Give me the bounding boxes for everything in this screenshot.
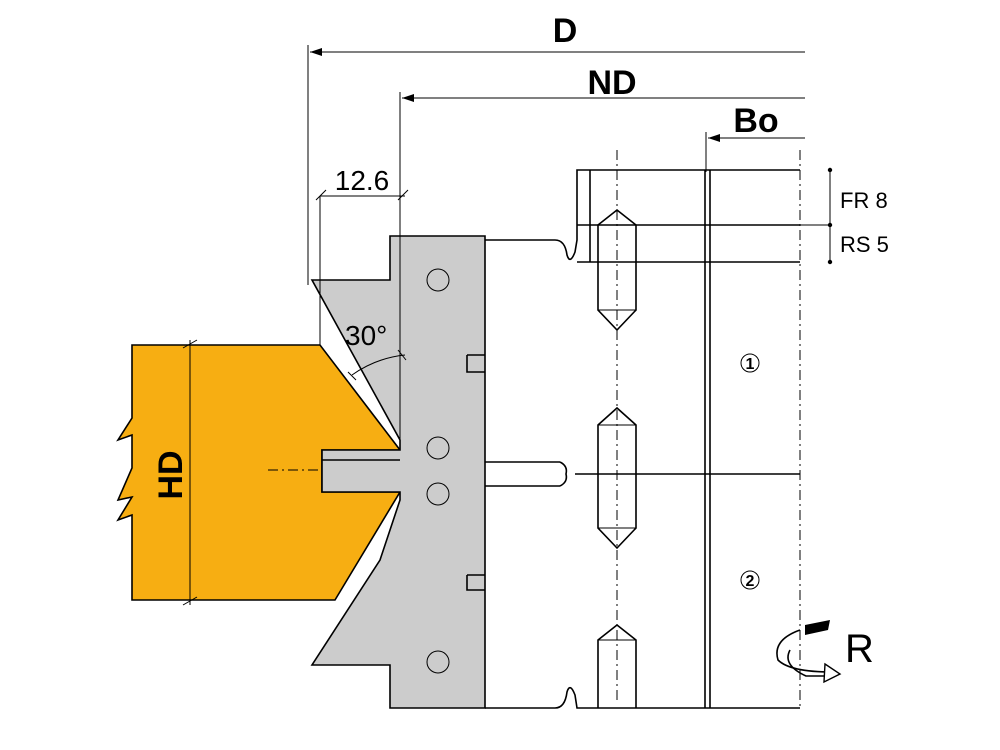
fr-label: FR 8 bbox=[840, 188, 888, 213]
part-2-label: 2 bbox=[746, 573, 755, 590]
cutter-body bbox=[310, 235, 486, 709]
part-1-label: 1 bbox=[746, 356, 755, 373]
hd-label: HD bbox=[152, 450, 190, 499]
width-label: 12.6 bbox=[335, 165, 390, 196]
angle-label: 30° bbox=[345, 320, 387, 351]
rotation-arrow-icon bbox=[776, 620, 842, 684]
nd-label: ND bbox=[587, 64, 636, 102]
bo-label: Bo bbox=[733, 102, 778, 140]
d-label: D bbox=[553, 12, 578, 50]
rs-label: RS 5 bbox=[840, 232, 889, 257]
rotation-label: R bbox=[845, 627, 874, 671]
